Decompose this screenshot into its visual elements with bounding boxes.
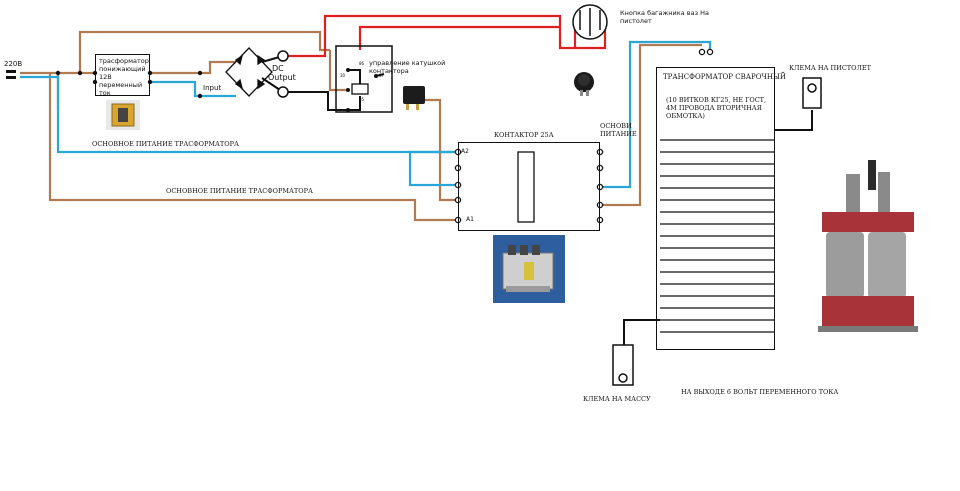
welding-transformer-title: ТРАНСФОРМАТОР СВАРОЧНЫЙ (663, 73, 786, 81)
step-down-transformer-label: трасформатор понижающий 12В переменный т… (99, 57, 149, 97)
mains-label: 220В (4, 60, 23, 68)
button-description: Кнопка багажника ваз На пистолет (620, 9, 709, 25)
small-transformer-photo (106, 100, 140, 130)
welding-transformer-photo (818, 160, 918, 332)
relay-box (335, 45, 393, 113)
dc-output-terminals (277, 50, 289, 98)
bridge-output-label: Output (268, 73, 296, 82)
plug-icon (6, 70, 16, 79)
transformer-terminals (698, 48, 714, 56)
diode-bridge (225, 47, 273, 97)
contactor-title: КОНТАКТОР 25А (494, 131, 554, 139)
main-power-label-2: ОСНОВНОЕ ПИТАНИЕ ТРАСФОРМАТОРА (166, 187, 313, 195)
welding-transformer-desc: (10 ВИТКОВ КГ25, НЕ ГОСТ, 4М ПРОВОДА ВТО… (666, 96, 767, 120)
contactor-a1-label: А1 (466, 216, 474, 223)
black-wires (261, 55, 813, 345)
clamp-ground-symbol (612, 344, 634, 386)
relay-87-label: 87 (379, 73, 385, 78)
clamp-gun-symbol (802, 77, 822, 109)
relay-description: управление катушкой контактора (369, 59, 446, 75)
contactor-a2-label: А2 (461, 148, 469, 155)
step-down-transformer-box (95, 54, 150, 96)
contactor-photo (493, 235, 565, 303)
main-supply-label: ОСНОВИ ПИТАНИЕ (600, 122, 637, 138)
contactor-core (517, 151, 535, 223)
relay-photo (403, 86, 425, 110)
contactor-box (458, 142, 600, 231)
main-power-label-1: ОСНОВНОЕ ПИТАНИЕ ТРАСФОРМАТОРА (92, 140, 239, 148)
push-button-photo (574, 72, 594, 96)
contactor-terminals (454, 148, 604, 224)
push-button-symbol (572, 4, 608, 40)
relay-coil (351, 83, 369, 95)
red-wires (283, 14, 607, 58)
clamp-ground-label: КЛЕМА НА МАССУ (583, 395, 651, 403)
relay-30-label: 30 (340, 73, 346, 78)
blue-wires (20, 40, 712, 189)
bridge-dc-label: DC (272, 64, 284, 73)
relay-86-label: 86 (359, 61, 365, 66)
transformer-winding (660, 139, 775, 333)
welding-transformer-box (656, 67, 775, 350)
relay-85-label: 85 (359, 97, 365, 102)
clamp-gun-label: КЛЕМА НА ПИСТОЛЕТ (789, 64, 871, 72)
bridge-input-label: Input (203, 84, 222, 92)
output-note: НА ВЫХОДЕ 6 ВОЛЬТ ПЕРЕМЕННОГО ТОКА (681, 388, 839, 396)
